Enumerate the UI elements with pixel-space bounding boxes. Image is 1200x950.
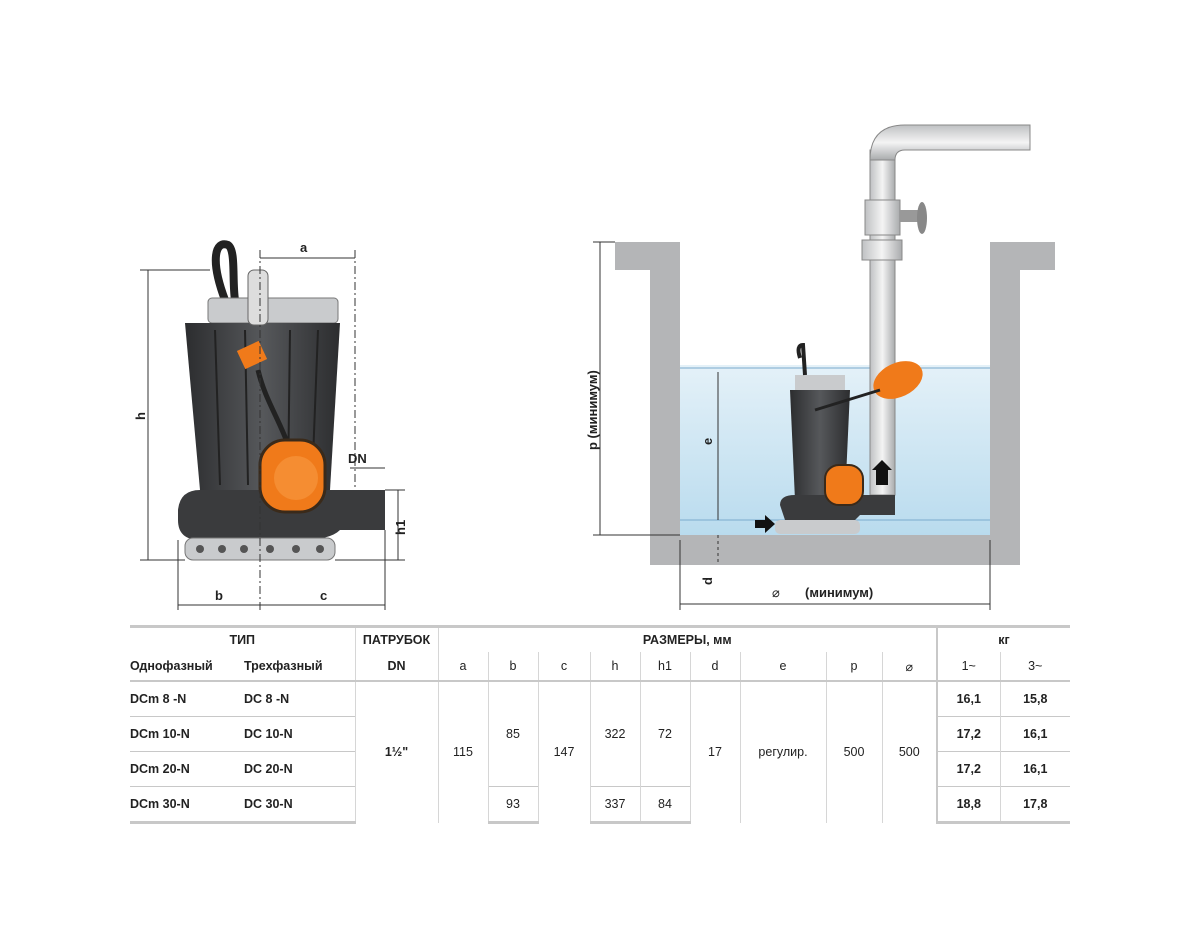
label-h1: h1 <box>393 520 408 535</box>
model-three: DC 30-N <box>238 786 355 824</box>
h1-value: 72 <box>639 680 690 787</box>
weight-3ph: 16,1 <box>999 716 1070 752</box>
label-a: a <box>300 240 308 255</box>
col-c: c <box>537 652 590 681</box>
col-e: e <box>739 652 826 681</box>
label-p-minimum: p (минимум) <box>585 370 600 450</box>
col-weight-1ph: 1~ <box>936 652 1000 681</box>
model-three: DC 20-N <box>238 751 355 787</box>
label-c: c <box>320 588 327 603</box>
weight-1ph: 16,1 <box>936 680 1000 717</box>
model-single: DCm 30-N <box>130 786 238 824</box>
header-type: ТИП <box>130 625 355 652</box>
col-h1: h1 <box>639 652 690 681</box>
p-value: 500 <box>825 680 882 823</box>
dn-value: 1½" <box>354 680 438 823</box>
diameter-value: 500 <box>881 680 937 823</box>
col-b: b <box>487 652 538 681</box>
weight-3ph: 17,8 <box>999 786 1070 824</box>
label-d: d <box>700 577 715 585</box>
model-single: DCm 20-N <box>130 751 238 787</box>
col-diameter: ⌀ <box>881 652 937 681</box>
table-row: DCm 8 -N DC 8 -N 1½" 115 85 147 322 72 1… <box>130 680 1070 823</box>
header-outlet: ПАТРУБОК <box>354 625 438 652</box>
d-value: 17 <box>689 680 740 823</box>
label-diameter: ⌀ <box>772 585 780 600</box>
table-row: DCm 30-N DC 30-N 93 337 84 18,8 17,8 <box>130 786 1070 824</box>
model-single: DCm 10-N <box>130 716 238 752</box>
table-row: DCm 20-N DC 20-N 17,2 16,1 <box>130 751 1070 787</box>
weight-1ph: 17,2 <box>936 751 1000 787</box>
pump-front-view: a h DN h1 b c <box>133 240 408 610</box>
model-single: DCm 8 -N <box>130 680 238 717</box>
h-value: 322 <box>589 680 640 787</box>
header-three-phase: Трехфазный <box>244 659 323 673</box>
weight-3ph: 15,8 <box>999 680 1070 717</box>
label-h: h <box>133 412 148 420</box>
h1-value: 84 <box>639 786 690 824</box>
header-single-phase: Однофазный <box>130 659 213 673</box>
pump-diagrams: a h DN h1 b c p (минимум) e <box>133 124 1055 610</box>
c-value: 147 <box>537 680 590 823</box>
a-value: 115 <box>437 680 488 823</box>
model-three: DC 10-N <box>238 716 355 752</box>
col-weight-3ph: 3~ <box>999 652 1070 681</box>
label-e: e <box>700 438 715 445</box>
weight-1ph: 18,8 <box>936 786 1000 824</box>
h-value: 337 <box>589 786 640 824</box>
e-value: регулир. <box>739 680 826 823</box>
label-b: b <box>215 588 223 603</box>
header-dn: DN <box>354 652 438 681</box>
model-three: DC 8 -N <box>238 680 355 717</box>
header-dimensions: РАЗМЕРЫ, мм <box>437 625 937 652</box>
weight-1ph: 17,2 <box>936 716 1000 752</box>
installation-view: p (минимум) e d ⌀ (минимум) <box>585 124 1055 610</box>
specification-table: ТИП ПАТРУБОК РАЗМЕРЫ, мм кг Однофазный Т… <box>130 625 1070 824</box>
table-row: DCm 10-N DC 10-N 17,2 16,1 <box>130 716 1070 752</box>
label-dn: DN <box>348 451 367 466</box>
col-h: h <box>589 652 640 681</box>
label-diameter-minimum: (минимум) <box>805 585 873 600</box>
weight-3ph: 16,1 <box>999 751 1070 787</box>
col-d: d <box>689 652 740 681</box>
col-p: p <box>825 652 882 681</box>
b-value: 85 <box>487 680 538 787</box>
col-a: a <box>437 652 488 681</box>
header-weight: кг <box>936 625 1070 652</box>
b-value: 93 <box>487 786 538 824</box>
